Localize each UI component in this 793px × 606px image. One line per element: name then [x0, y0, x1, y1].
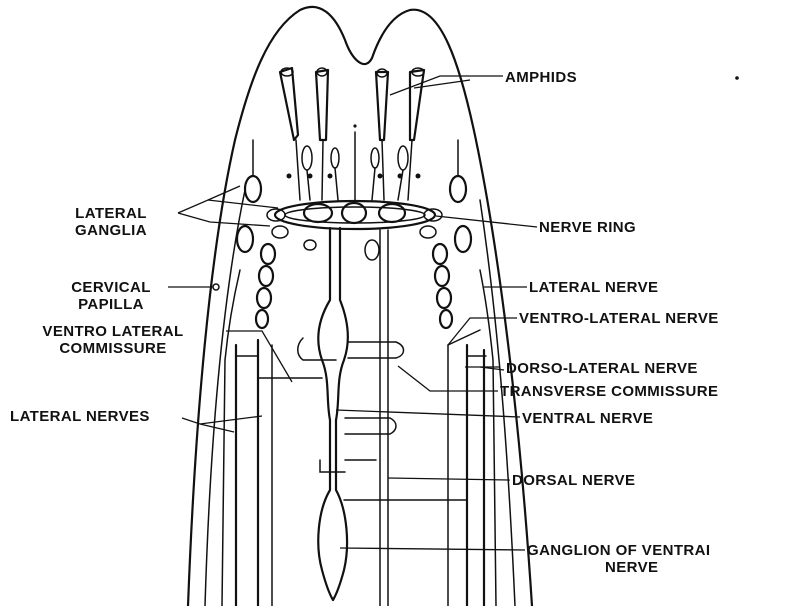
amphids-drawing: [280, 68, 424, 200]
label-amphids: AMPHIDS: [505, 69, 577, 86]
label-ventro-lateral-commissure-line1: VENTRO LATERAL: [2, 323, 224, 340]
ventral-nerve-drawing: [298, 228, 404, 606]
label-ganglion-of-ventral-nerve-line2: NERVE: [605, 559, 658, 576]
label-ventro-lateral-commissure-line2: COMMISSURE: [2, 340, 224, 357]
label-ganglion-of-ventral-nerve-line1: GANGLION OF VENTRAI: [527, 542, 710, 559]
label-cervical-papilla-line1: CERVICAL: [55, 279, 167, 296]
label-nerve-ring: NERVE RING: [539, 219, 636, 236]
label-dorso-lateral-nerve: DORSO-LATERAL NERVE: [506, 360, 698, 377]
label-dorsal-nerve: DORSAL NERVE: [512, 472, 635, 489]
label-lateral-nerve: LATERAL NERVE: [529, 279, 658, 296]
label-lateral-ganglia-line1: LATERAL: [55, 205, 167, 222]
label-cervical-papilla-line2: PAPILLA: [55, 296, 167, 313]
label-lateral-ganglia-line2: GANGLIA: [55, 222, 167, 239]
body-outline: [188, 7, 532, 606]
label-transverse-commissure: TRANSVERSE COMMISSURE: [500, 383, 718, 400]
nerve-ring-drawing: [267, 201, 442, 260]
label-ventro-lateral-nerve: VENTRO-LATERAL NERVE: [519, 310, 719, 327]
label-lateral-nerves: LATERAL NERVES: [10, 408, 150, 425]
lateral-nerve-lines: [236, 340, 484, 606]
lateral-ganglia-drawing: [213, 140, 471, 328]
label-ventral-nerve: VENTRAL NERVE: [522, 410, 653, 427]
